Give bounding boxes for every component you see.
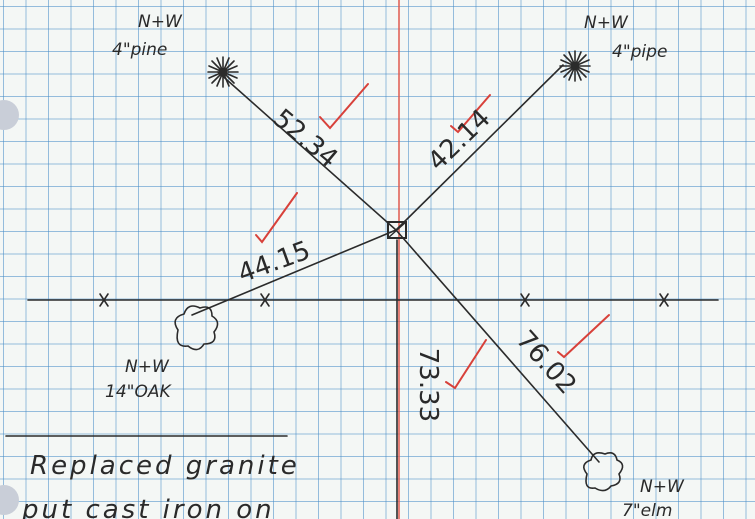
red-check-mark: [445, 339, 487, 390]
monument-cross-mark: [387, 221, 407, 239]
red-check-mark: [450, 94, 491, 134]
tie-distance-ne: 42.14: [422, 104, 496, 177]
tie-line-sw: [191, 229, 397, 316]
tie-line-nw: [217, 71, 397, 231]
landmark-line1-ne: N+W: [584, 13, 629, 33]
pine-tree-icon: [559, 50, 591, 82]
tree-canopy-icon: [583, 452, 624, 492]
tie-line-ne: [395, 64, 564, 231]
landmark-line2-se: 7"elm: [622, 501, 672, 519]
note-line2: put cast iron on: [21, 495, 275, 519]
tie-line-se: [395, 229, 600, 463]
landmark-line1-nw: N+W: [138, 12, 183, 32]
tie-distance-south: 73.33: [413, 348, 443, 422]
red-check-mark: [557, 314, 610, 359]
pine-tree-icon: [207, 56, 239, 88]
tie-distance-se: 76.02: [510, 325, 582, 400]
square-monument-icon: [387, 221, 407, 239]
note-line1: Replaced granite: [30, 451, 300, 481]
landmark-line1-sw: N+W: [125, 357, 170, 377]
landmark-line1-se: N+W: [640, 477, 685, 497]
landmark-line2-sw: 14"OAK: [105, 382, 172, 402]
binder-hole-icon: [0, 485, 19, 515]
red-check-mark: [319, 83, 369, 130]
landmark-line2-nw: 4"pine: [112, 40, 167, 60]
tie-distance-nw: 52.34: [267, 103, 343, 174]
tree-canopy-icon: [174, 305, 219, 351]
red-check-mark: [255, 192, 298, 244]
landmark-line2-ne: 4"pipe: [612, 42, 667, 62]
binder-hole-icon: [0, 100, 19, 130]
baseline-ticks: [99, 293, 669, 307]
